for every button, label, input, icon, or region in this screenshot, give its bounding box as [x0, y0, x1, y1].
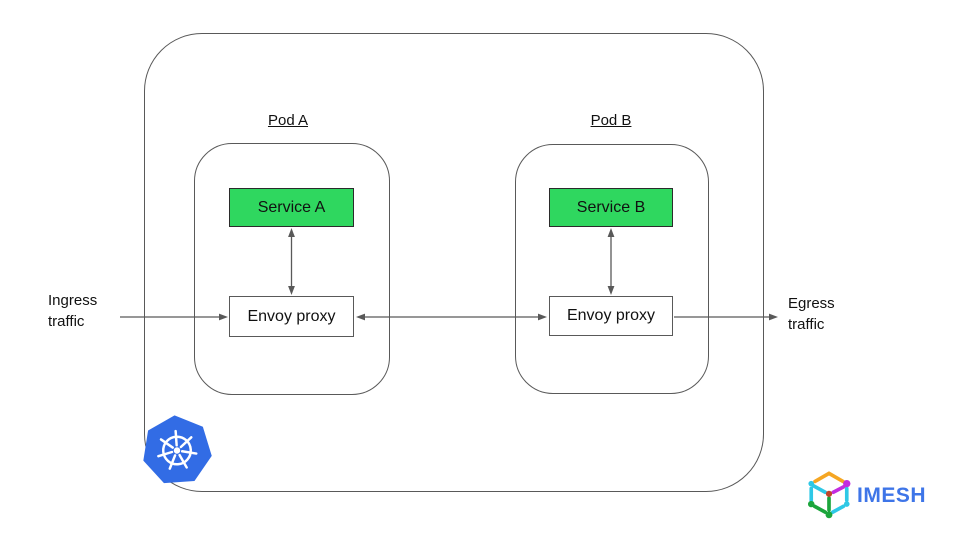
kubernetes-logo-icon [143, 415, 212, 484]
pod-a-boundary [194, 143, 390, 395]
envoy-proxy-a-box: Envoy proxy [229, 296, 354, 337]
envoy-proxy-b-label: Envoy proxy [566, 307, 656, 324]
ingress-traffic-label: Ingress traffic [48, 292, 98, 330]
service-b-box: Service B [549, 188, 673, 227]
imesh-logo-text: IMESH [857, 484, 927, 507]
pod-b-boundary [515, 144, 709, 394]
service-b-label: Service B [576, 198, 646, 216]
kubernetes-cluster-boundary [144, 33, 764, 492]
envoy-proxy-a-label: Envoy proxy [247, 307, 336, 325]
pod-b-label: Pod B [590, 112, 632, 129]
imesh-logo: IMESH [803, 468, 926, 524]
egress-traffic-label: Egress traffic [788, 295, 835, 333]
service-a-label: Service A [257, 198, 326, 216]
imesh-cube-icon [808, 471, 851, 519]
envoy-proxy-b-box: Envoy proxy [549, 296, 673, 336]
pod-a-label: Pod A [267, 112, 309, 129]
egress-arrowhead [769, 313, 778, 321]
service-a-box: Service A [229, 188, 354, 227]
